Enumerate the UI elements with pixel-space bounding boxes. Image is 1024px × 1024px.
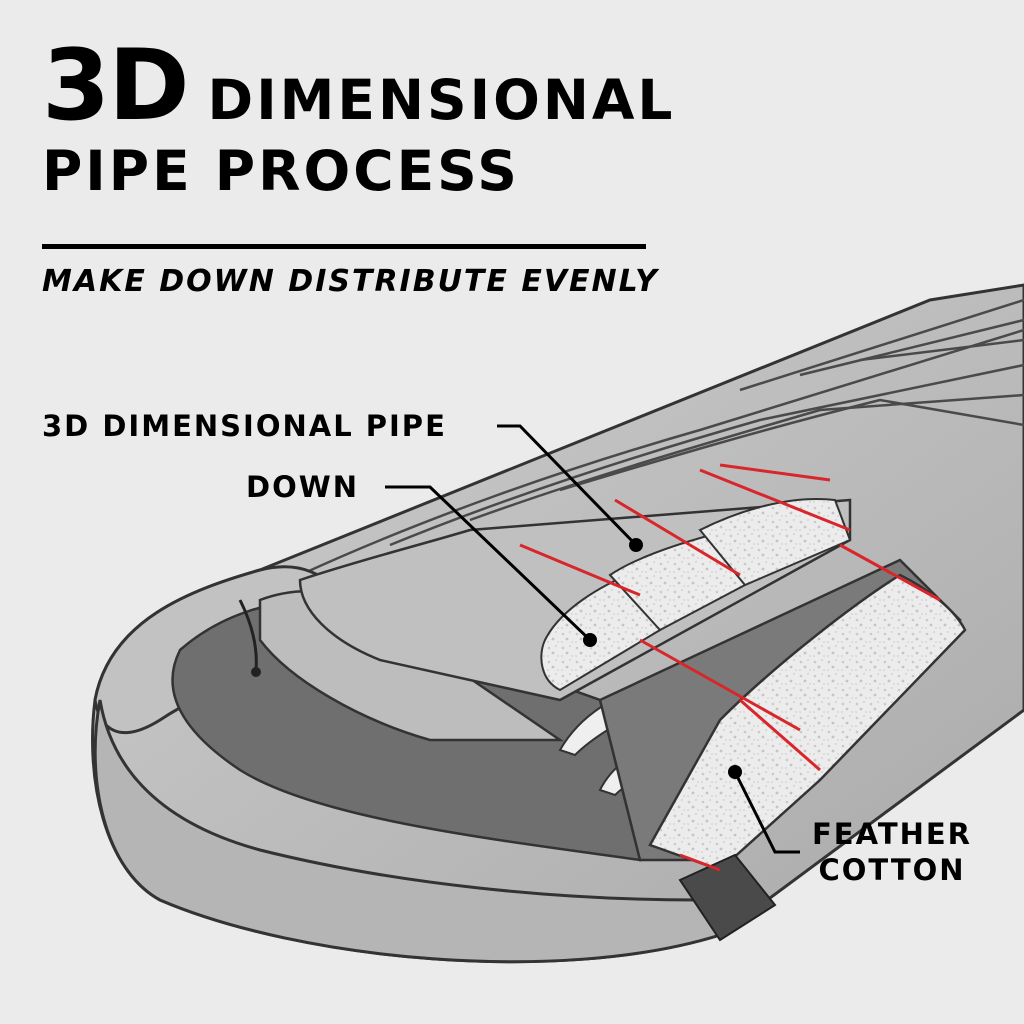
feather-leader [733,771,800,854]
seam-lines [519,463,941,872]
zipper-tab [678,853,777,942]
callout-feather-line1: FEATHER [812,817,973,851]
leader-dots [583,538,742,779]
title-underline [42,244,646,249]
title-3d: 3D [42,29,190,143]
callout-feather-line2: COTTON [818,853,966,887]
feather-cotton-block [648,573,967,872]
down-leader [385,485,592,642]
title-dimensional: DIMENSIONAL [207,68,676,132]
title-block: 3D DIMENSIONAL PIPE PROCESS [42,29,676,204]
callout-down: DOWN [246,470,359,504]
drawcord [238,599,258,671]
pipe-leader [497,424,638,547]
leader-lines [385,424,800,854]
title-line-2: PIPE PROCESS [42,139,520,203]
subtitle: MAKE DOWN DISTRIBUTE EVENLY [42,264,659,299]
quilt-channels [299,298,1024,577]
callout-3d-pipe: 3D DIMENSIONAL PIPE [42,409,447,443]
callout-feather-cotton: FEATHER COTTON [812,816,972,888]
title-line-1: 3D DIMENSIONAL [42,29,676,143]
